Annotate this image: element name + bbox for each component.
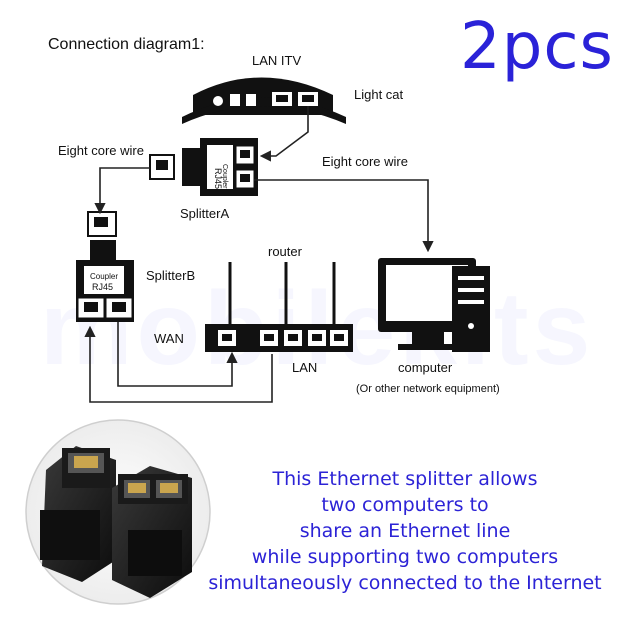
ethernet-jack-icon — [149, 154, 175, 180]
eight-core-wire-left-label: Eight core wire — [58, 143, 144, 158]
description-line: This Ethernet splitter allows — [272, 468, 538, 490]
coupler-text-a: Coupler — [221, 164, 228, 189]
diagram-title: Connection diagram1: — [48, 36, 205, 53]
lan-itv-label: LAN ITV — [252, 53, 302, 68]
router-icon — [205, 262, 353, 352]
computer-icon — [378, 258, 490, 352]
product-photo — [25, 419, 211, 605]
splitter-a-icon — [182, 138, 258, 196]
description-line: share an Ethernet line — [299, 520, 511, 542]
splitter-b-icon — [76, 211, 134, 322]
router-label: router — [268, 244, 302, 259]
light-cat-label: Light cat — [354, 87, 404, 102]
product-description: This Ethernet splitter allows two comput… — [190, 466, 620, 596]
rj45-text-b: RJ45 — [92, 282, 113, 292]
computer-note-label: (Or other network equipment) — [356, 383, 500, 395]
light-cat-modem-icon — [182, 77, 346, 124]
description-line: simultaneously connected to the Internet — [208, 572, 602, 594]
quantity-badge: 2pcs — [460, 10, 614, 84]
description-line: two computers to — [321, 494, 489, 516]
wan-label: WAN — [154, 331, 184, 346]
rj45-text-a: RJ45 — [213, 168, 223, 189]
connection-wires — [84, 106, 434, 403]
eight-core-wire-right-label: Eight core wire — [322, 154, 408, 169]
computer-label: computer — [398, 360, 453, 375]
lan-label: LAN — [292, 360, 318, 375]
description-line: while supporting two computers — [251, 546, 559, 568]
splitter-b-label: SplitterB — [146, 268, 196, 283]
splitter-a-label: SplitterA — [180, 206, 230, 221]
coupler-text-b: Coupler — [90, 272, 118, 281]
